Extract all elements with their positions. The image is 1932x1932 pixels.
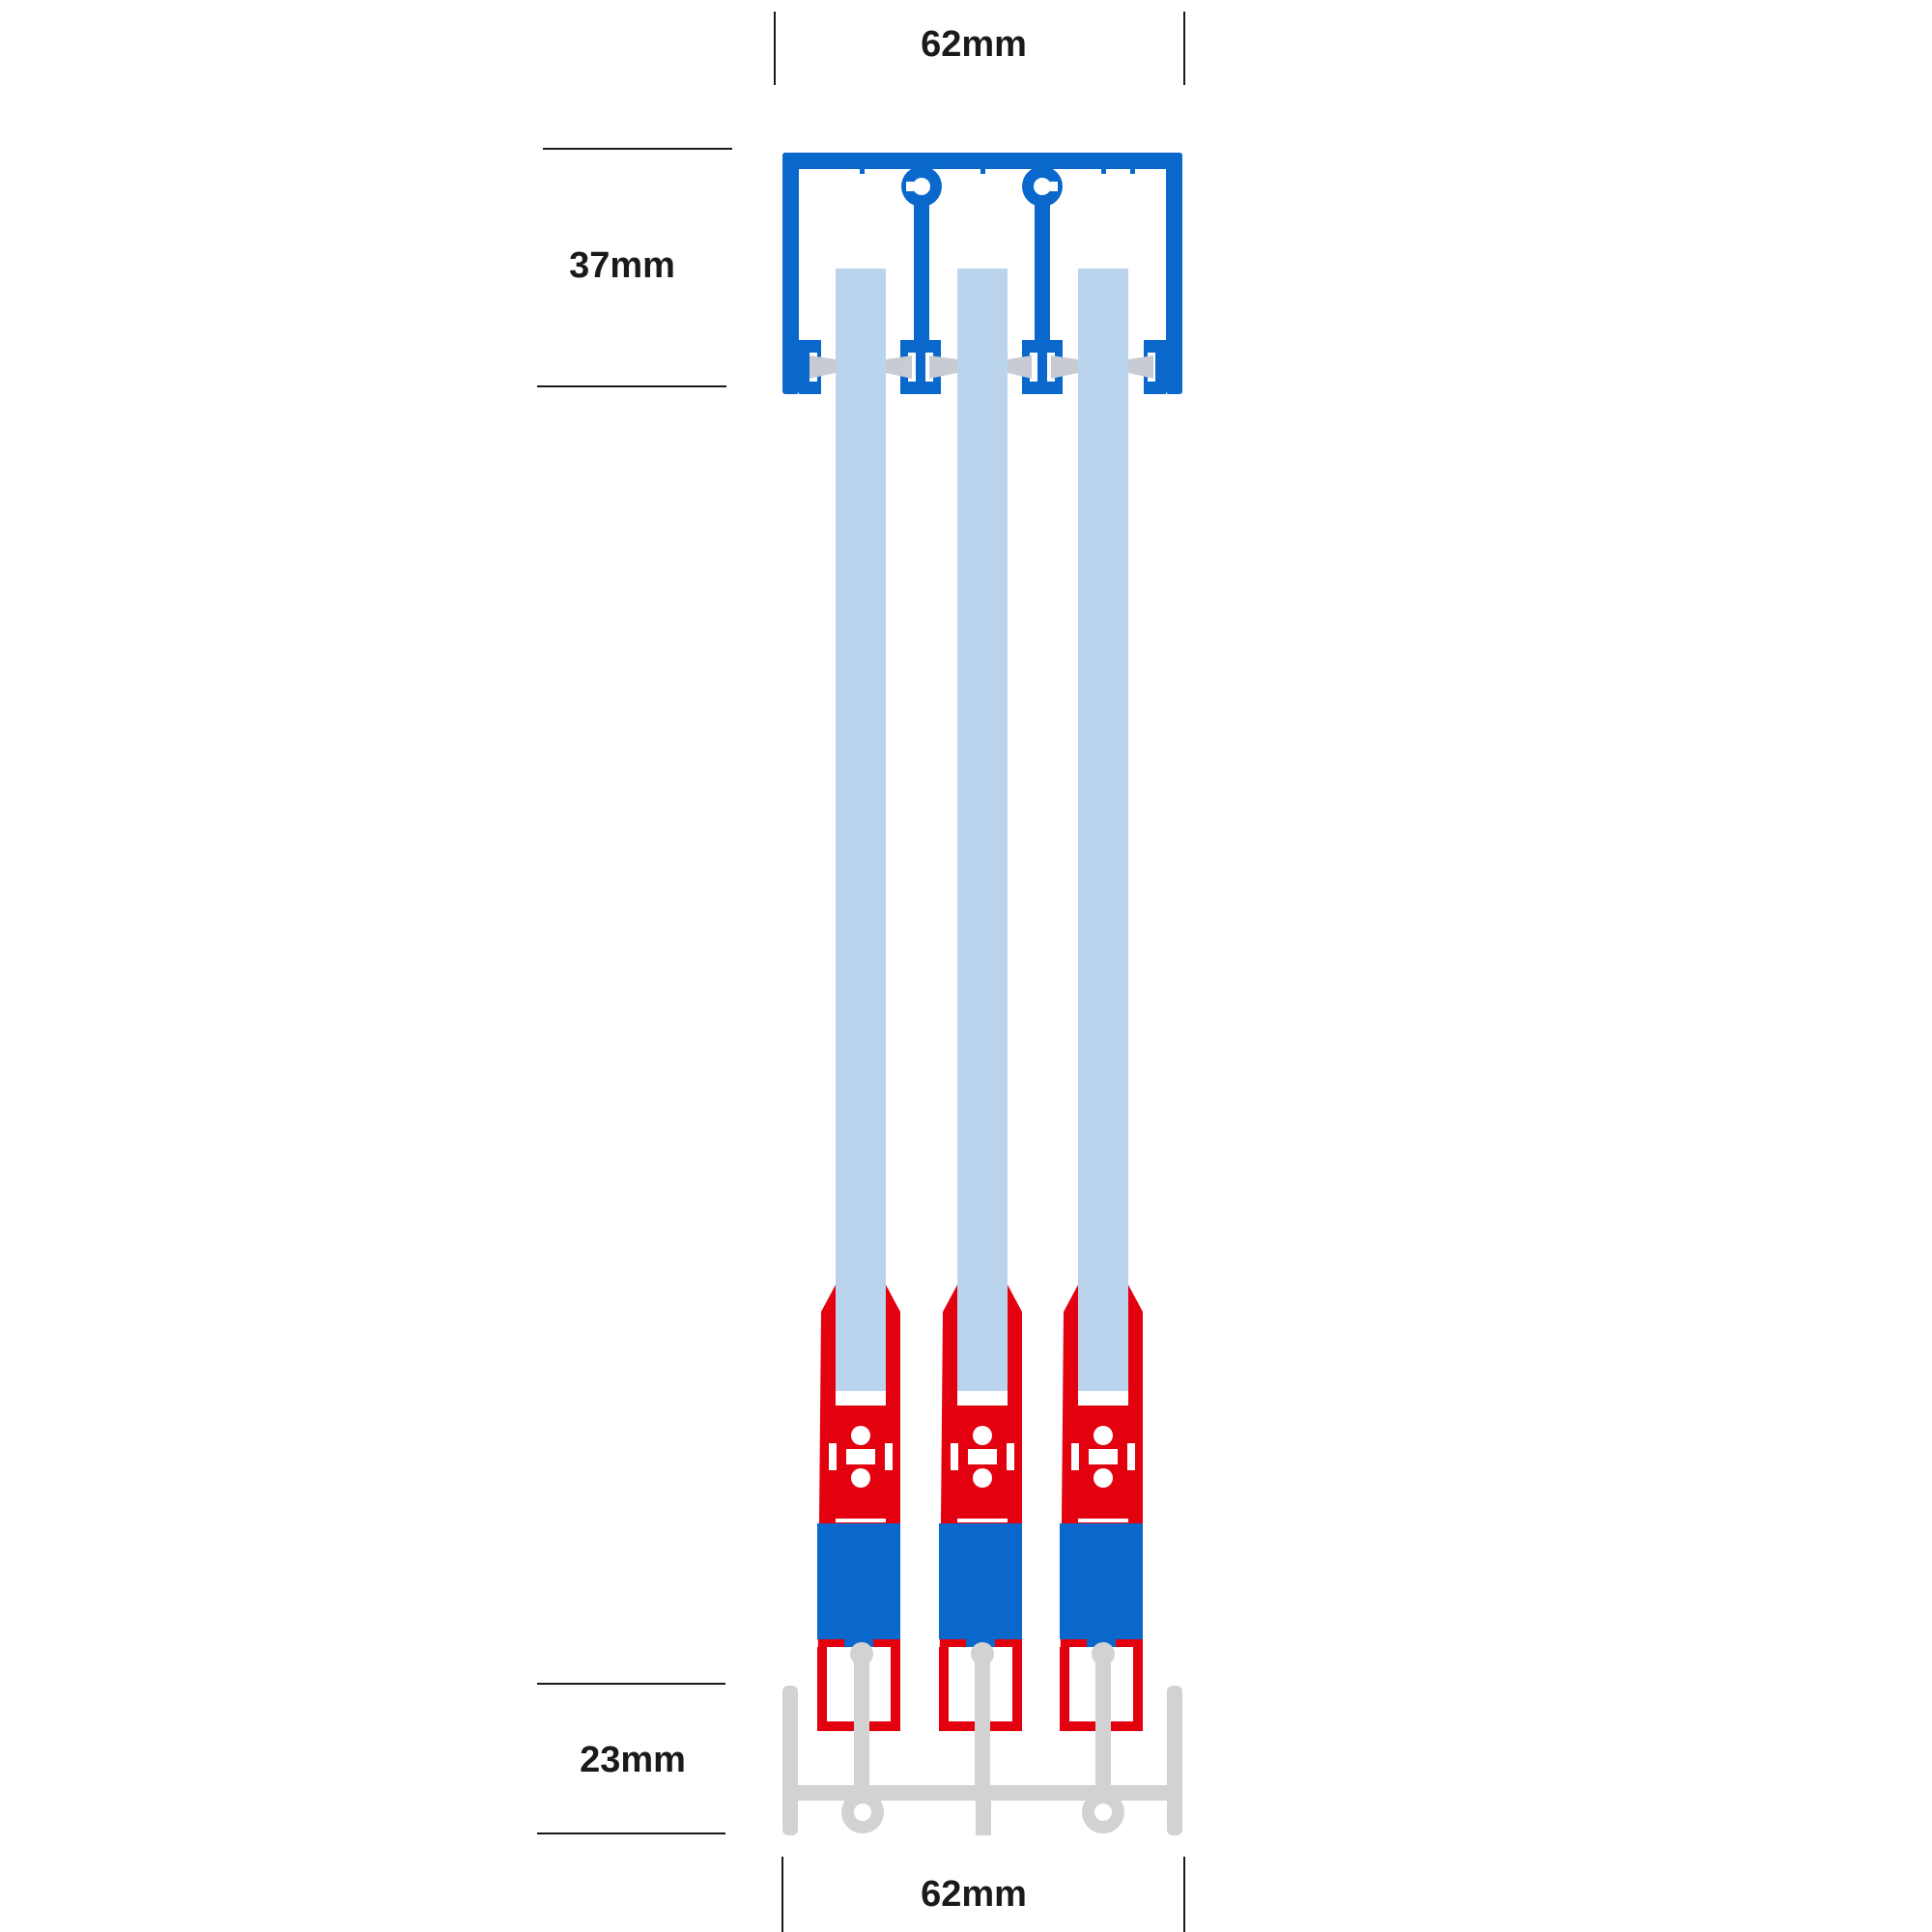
screw-boss-slot [906,182,914,191]
rail-fin-tip [1092,1642,1115,1665]
frame-slot [829,1443,837,1470]
frame-top-left-notch [821,1312,827,1370]
top-divider-right [1035,205,1050,340]
frame-lower-left-leg [939,1647,949,1731]
frame-slot [1127,1443,1135,1470]
top-divider-left [914,205,929,340]
top-channel-mid-left [900,340,941,394]
wheel-block [1060,1523,1143,1639]
brush-seal [810,355,836,379]
brush-seal [1051,355,1078,379]
rail-screw-hole [1094,1804,1112,1821]
frame-slot [846,1449,875,1464]
bottom-rail-left-wall [782,1686,798,1835]
frame-slot [968,1449,997,1464]
top-track [782,153,1182,394]
frame-lower-right-leg [1133,1647,1143,1731]
top-track-left-wall [782,153,799,394]
frame-glass-seat [836,1391,886,1399]
cap-nub [980,164,985,174]
frame-slot [836,1519,886,1522]
screw-boss-slot [1050,182,1058,191]
bottom-frame-1 [817,1285,900,1731]
frame-lower-right-leg [891,1647,900,1731]
frame-slot [885,1443,893,1470]
top-channel-mid-right [1022,340,1063,394]
bottom-rail-divider [976,1785,991,1835]
top-track-cap [782,153,1182,169]
top-track-height-label: 37mm [569,245,675,286]
frame-slot [851,1468,870,1488]
frame-slot [1071,1443,1079,1470]
rail-fin-tip [850,1642,873,1665]
glass-panels [836,269,1128,1399]
top-channel-right [1144,340,1166,394]
rail-fin-front [975,1654,990,1731]
top-track-right-wall [1166,153,1182,394]
cap-nub [860,164,865,174]
glass-panel-1 [836,269,886,1399]
cap-nub [1101,164,1106,174]
bottom-track-height-label: 23mm [580,1740,686,1780]
top-brush-seals [810,355,1153,379]
bottom-rail-right-wall [1167,1686,1182,1835]
frame-slot [1089,1449,1118,1464]
frame-slot [1007,1443,1014,1470]
frame-slot [1094,1426,1113,1445]
frame-glass-seat [1078,1391,1128,1399]
frame-slot [1078,1519,1128,1522]
frame-slot [973,1468,992,1488]
top-channel-left [799,340,821,394]
frame-slot [851,1426,870,1445]
frame-slot [973,1426,992,1445]
screw-boss-left-hole [913,178,930,195]
brush-seal [1128,355,1153,379]
wheel-block [939,1523,1022,1639]
dimension-lines [537,12,1185,1932]
frame-lower-right-leg [1012,1647,1022,1731]
frame-lower-left-leg [1060,1647,1069,1731]
brush-seal [1008,355,1032,379]
glass-panel-2 [957,269,1008,1399]
screw-boss-right-hole [1034,178,1051,195]
bottom-width-label: 62mm [921,1874,1027,1915]
brush-seal [929,355,957,379]
frame-slot [957,1519,1008,1522]
rail-fin-front [854,1654,869,1731]
frame-slot [1094,1468,1113,1488]
cap-nub [1130,164,1135,174]
frame-glass-seat [957,1391,1008,1399]
brush-seal [886,355,912,379]
rail-fins-front [850,1642,1115,1731]
frame-slot [951,1443,958,1470]
wheel-block [817,1523,900,1639]
glass-panel-3 [1078,269,1128,1399]
frame-lower-left-leg [817,1647,827,1731]
rail-fin-front [1095,1654,1111,1731]
top-width-label: 62mm [921,24,1027,65]
rail-fin-tip [971,1642,994,1665]
rail-screw-hole [854,1804,871,1821]
